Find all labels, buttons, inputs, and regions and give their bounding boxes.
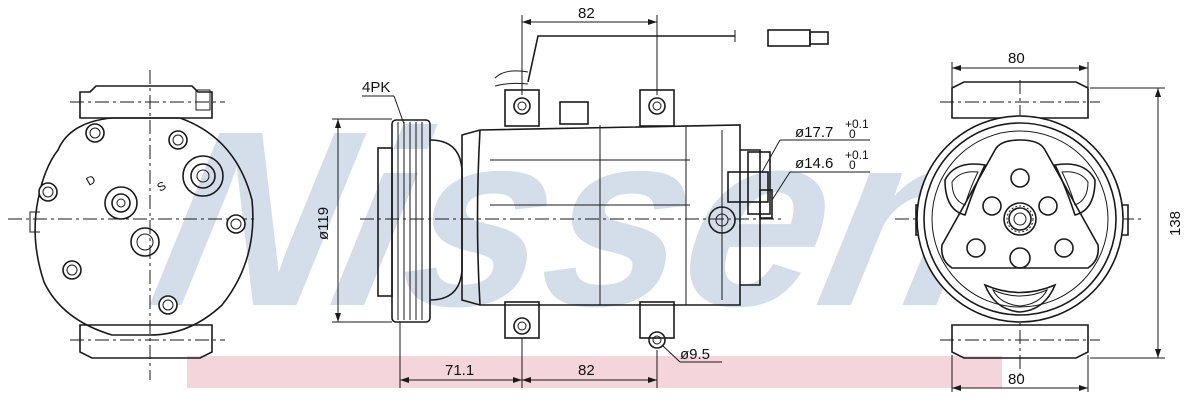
bottom-width-label: 82: [578, 362, 595, 379]
rear-view: D S: [8, 70, 258, 380]
discharge-port-mark: D: [84, 172, 99, 189]
large-port-tol-lower: 0: [849, 127, 856, 141]
large-port-diameter: ø17.7: [795, 124, 833, 141]
front-top-width-label: 80: [1008, 50, 1025, 67]
front-view: 80 80 138: [895, 50, 1184, 392]
brand-band: [187, 356, 1002, 388]
front-height-label: 138: [1167, 211, 1184, 236]
small-port-tol-upper: +0.1: [845, 148, 869, 162]
bottom-offset-label: 71.1: [445, 362, 474, 379]
small-port-diameter: ø14.6: [795, 155, 833, 172]
suction-port-mark: S: [155, 178, 169, 194]
top-width-label: 82: [578, 5, 595, 22]
pulley-diameter-label: ø119: [315, 207, 332, 240]
small-port-tol-lower: 0: [849, 158, 856, 172]
pulley-type-label: 4PK: [362, 79, 390, 96]
front-bottom-width-label: 80: [1008, 371, 1025, 388]
large-port-tol-upper: +0.1: [845, 117, 869, 131]
mount-hole-diameter: ø9.5: [680, 346, 710, 363]
side-view: ø119 4PK: [315, 5, 870, 388]
